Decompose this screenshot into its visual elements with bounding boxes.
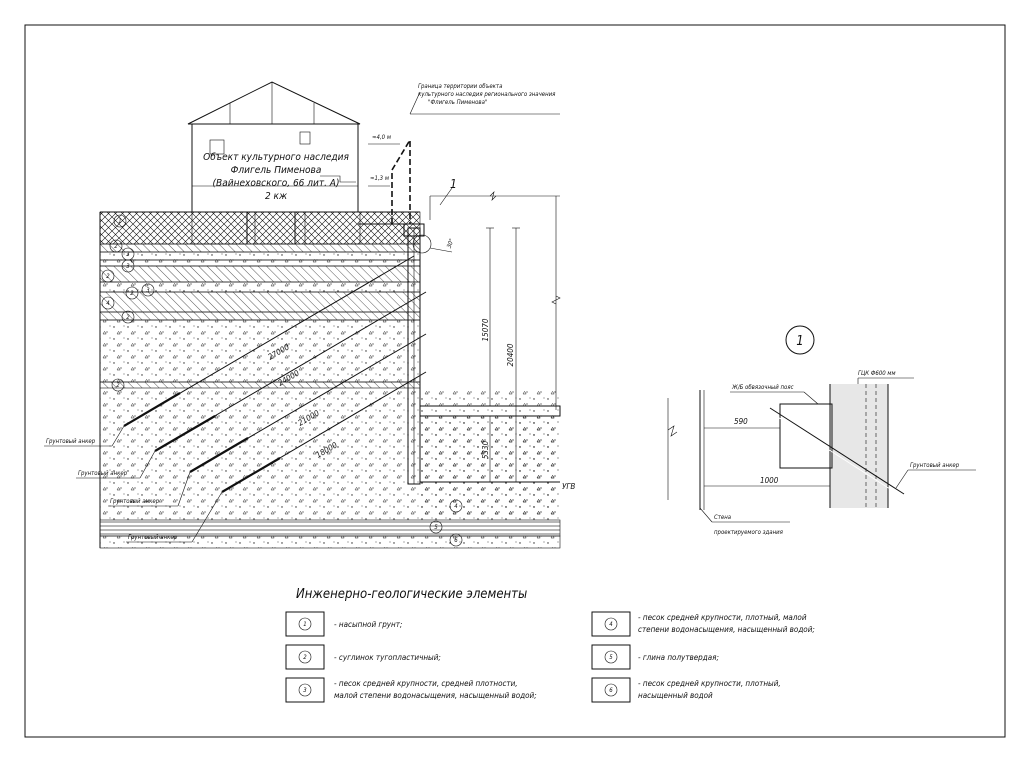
- svg-text:- глина полутвердая;: - глина полутвердая;: [638, 653, 719, 662]
- svg-text:4: 4: [454, 503, 458, 510]
- svg-text:- насыпной грунт;: - насыпной грунт;: [334, 620, 402, 629]
- svg-text:3: 3: [303, 687, 307, 694]
- svg-text:6: 6: [609, 687, 613, 694]
- dim-20400: 20400: [506, 343, 515, 366]
- layer-marker: 4: [449, 499, 463, 513]
- svg-text:3: 3: [126, 251, 130, 258]
- soil-layer-markers: 1 2 3 3 2 2 3 4 2 2 4 5 6: [101, 214, 463, 547]
- retaining-wall: 1 30°: [403, 177, 561, 485]
- layer-marker: 4: [101, 296, 115, 310]
- layer-marker: 3: [121, 259, 135, 273]
- dimension-lines: 15070 20400 5330 УГВ: [481, 227, 575, 491]
- layer-marker: 2: [101, 269, 115, 283]
- legend: Инженерно-геологические элементы 1 - нас…: [285, 587, 815, 703]
- layer-marker: 2: [121, 310, 135, 324]
- svg-text:3: 3: [146, 287, 150, 294]
- height-1-3m: ≈1,3 м: [370, 175, 389, 182]
- detail-marker: 1: [796, 334, 803, 349]
- svg-text:- суглинок тугопластичный;: - суглинок тугопластичный;: [334, 653, 441, 662]
- section-marker-label: 1: [450, 177, 457, 191]
- boundary-note-2: культурного наследия регионального значе…: [418, 91, 556, 98]
- svg-text:5: 5: [609, 654, 613, 661]
- layer-marker: 2: [111, 378, 125, 392]
- legend-item-4: 4 - песок средней крупности, плотный, ма…: [591, 611, 815, 637]
- svg-text:3: 3: [126, 263, 130, 270]
- svg-text:2: 2: [116, 382, 120, 389]
- dim-15070: 15070: [481, 318, 490, 341]
- svg-text:4: 4: [106, 300, 110, 307]
- layer-marker: 3: [141, 283, 155, 297]
- svg-text:малой степени водонасыщения, н: малой степени водонасыщения, насыщенный …: [334, 691, 537, 700]
- building-label-2: Флигель Пименова: [231, 165, 322, 176]
- legend-item-5: 5 - глина полутвердая;: [591, 644, 719, 670]
- svg-text:2: 2: [126, 314, 130, 321]
- svg-text:6: 6: [454, 537, 458, 544]
- detail-wall-label-1: Стена: [714, 514, 731, 521]
- rc-belt: [779, 403, 833, 469]
- svg-text:2: 2: [114, 243, 118, 250]
- layer-marker: 1: [113, 214, 127, 228]
- svg-text:степени водонасыщения, насыщен: степени водонасыщения, насыщенный водой;: [638, 625, 815, 634]
- detail-1: 1 590 1000 Ж/Б обвязочный пояс ГЦК Ф600 …: [667, 325, 976, 536]
- boundary-note-3: "Флигель Пименова": [428, 99, 487, 106]
- svg-text:2: 2: [303, 654, 307, 661]
- legend-item-6: 6 - песок средней крупности, плотный, на…: [591, 677, 781, 703]
- layer-marker: 5: [429, 520, 443, 534]
- svg-text:2: 2: [106, 273, 110, 280]
- legend-title: Инженерно-геологические элементы: [296, 587, 527, 602]
- detail-gck-label: ГЦК Ф600 мм: [858, 370, 896, 377]
- dim-5330: 5330: [481, 440, 490, 459]
- anchor-label-2: Грунтовый анкер: [78, 470, 128, 477]
- pile-wall: [830, 384, 888, 508]
- anchor-label-4: Грунтовый анкер: [128, 534, 178, 541]
- heritage-boundary: Граница территории объекта культурного н…: [368, 83, 560, 224]
- svg-text:1: 1: [303, 621, 306, 628]
- svg-text:4: 4: [609, 621, 613, 628]
- legend-item-2: 2 - суглинок тугопластичный;: [285, 644, 441, 670]
- angle-label: 30°: [446, 237, 456, 249]
- soil-layers: [99, 211, 561, 549]
- building-label-3: (Вайнеховского, 66 лит. А): [213, 178, 340, 189]
- detail-anchor-label: Грунтовый анкер: [910, 462, 960, 469]
- detail-belt-label: Ж/Б обвязочный пояс: [731, 384, 794, 391]
- heritage-building: Объект культурного наследия Флигель Пиме…: [187, 81, 410, 245]
- anchor-label-1: Грунтовый анкер: [46, 438, 96, 445]
- svg-text:2: 2: [130, 290, 134, 297]
- layer-fill-soil: [99, 211, 421, 245]
- svg-text:- песок средней крупности, пло: - песок средней крупности, плотный, мало…: [638, 613, 807, 622]
- svg-text:1: 1: [118, 218, 121, 225]
- svg-text:насыщенный водой: насыщенный водой: [638, 691, 713, 700]
- detail-wall-label-2: проектируемого здания: [714, 529, 784, 536]
- building-label-4: 2 кж: [265, 191, 288, 202]
- legend-item-3: 3 - песок средней крупности, средней пло…: [285, 677, 537, 703]
- boundary-note-1: Граница территории объекта: [418, 83, 502, 90]
- anchor-label-3: Грунтовый анкер: [110, 498, 160, 505]
- svg-text:5: 5: [434, 524, 438, 531]
- sheet-frame: [24, 24, 1006, 738]
- layer-marker: 2: [109, 239, 123, 253]
- height-4m: ≈4,0 м: [372, 134, 391, 141]
- ugv-label: УГВ: [562, 482, 575, 491]
- layer-marker: 6: [449, 533, 463, 547]
- legend-item-1: 1 - насыпной грунт;: [285, 611, 402, 637]
- layer-marker: 2: [125, 286, 139, 300]
- detail-dim-590: 590: [734, 417, 748, 426]
- anchor-labels: Грунтовый анкер Грунтовый анкер Грунтовы…: [44, 425, 223, 543]
- svg-text:- песок средней крупности, сре: - песок средней крупности, средней плотн…: [334, 679, 518, 688]
- detail-dim-1000: 1000: [760, 476, 779, 485]
- building-label-1: Объект культурного наследия: [203, 151, 349, 163]
- svg-text:- песок средней крупности, пло: - песок средней крупности, плотный,: [638, 679, 781, 688]
